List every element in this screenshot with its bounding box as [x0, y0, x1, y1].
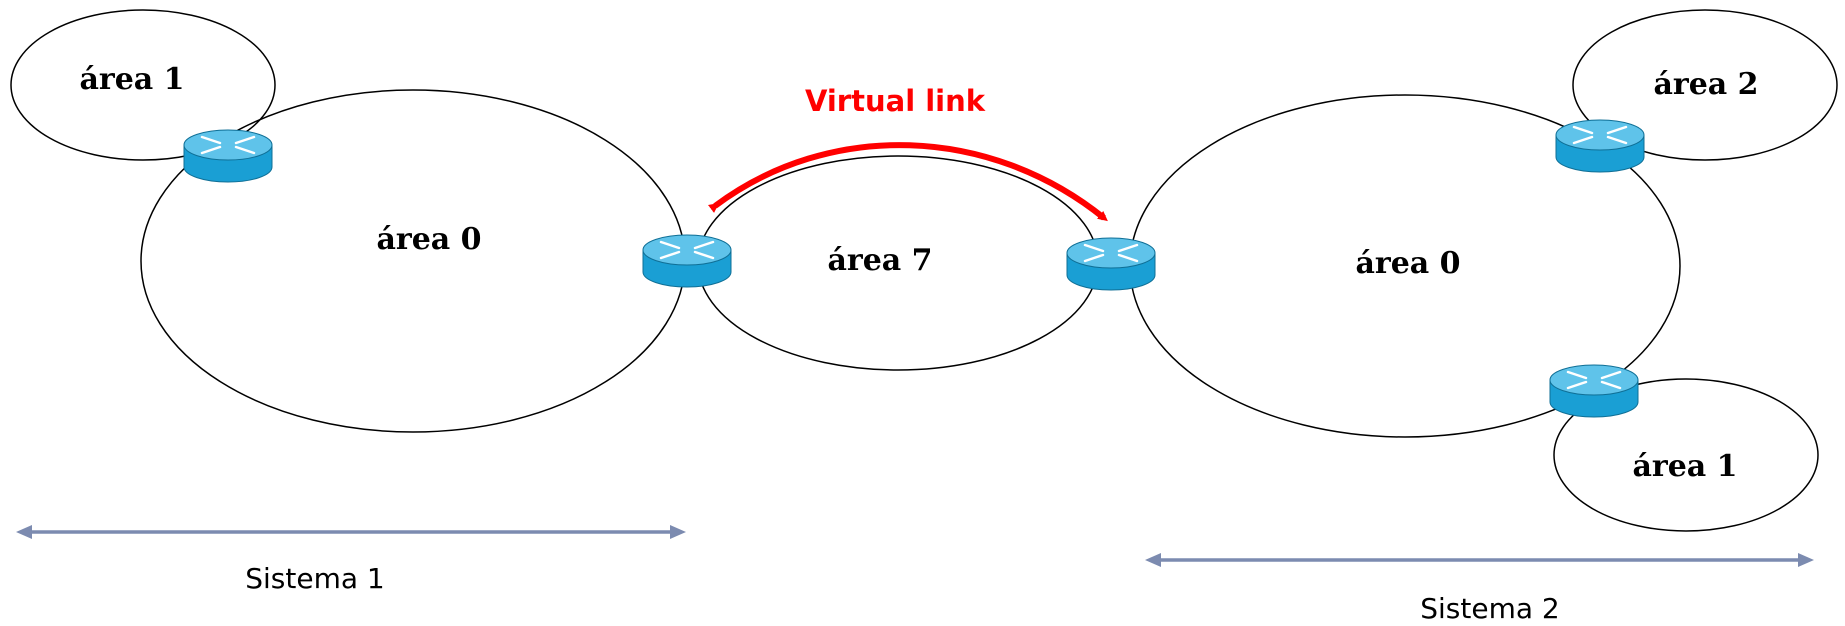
- router-icon: [1066, 237, 1156, 291]
- area-label-area7: área 7: [827, 243, 932, 278]
- virtual-link-arrow: [708, 142, 1108, 222]
- area-ellipse-s2-area2: [1572, 9, 1838, 161]
- router-icon: [183, 129, 273, 183]
- system1-label: Sistema 1: [245, 562, 385, 595]
- area-ellipse-s2-area1: [1553, 378, 1819, 532]
- area-label-s2-area0: área 0: [1355, 246, 1460, 281]
- router-icon: [1555, 119, 1645, 173]
- area-label-s1-area0: área 0: [376, 222, 481, 257]
- area-label-s1-area1: área 1: [79, 62, 184, 97]
- system1-span-arrow: [16, 525, 686, 539]
- router-icon: [1549, 364, 1639, 418]
- router-icon: [642, 234, 732, 288]
- area-label-s2-area1: área 1: [1632, 449, 1737, 484]
- area-ellipse-s1-area1: [10, 9, 276, 161]
- system2-span-arrow: [1145, 553, 1814, 567]
- area-label-s2-area2: área 2: [1653, 67, 1758, 102]
- virtual-link: Virtual link: [708, 84, 1108, 222]
- system2-label: Sistema 2: [1420, 592, 1560, 625]
- virtual-link-label: Virtual link: [805, 84, 986, 118]
